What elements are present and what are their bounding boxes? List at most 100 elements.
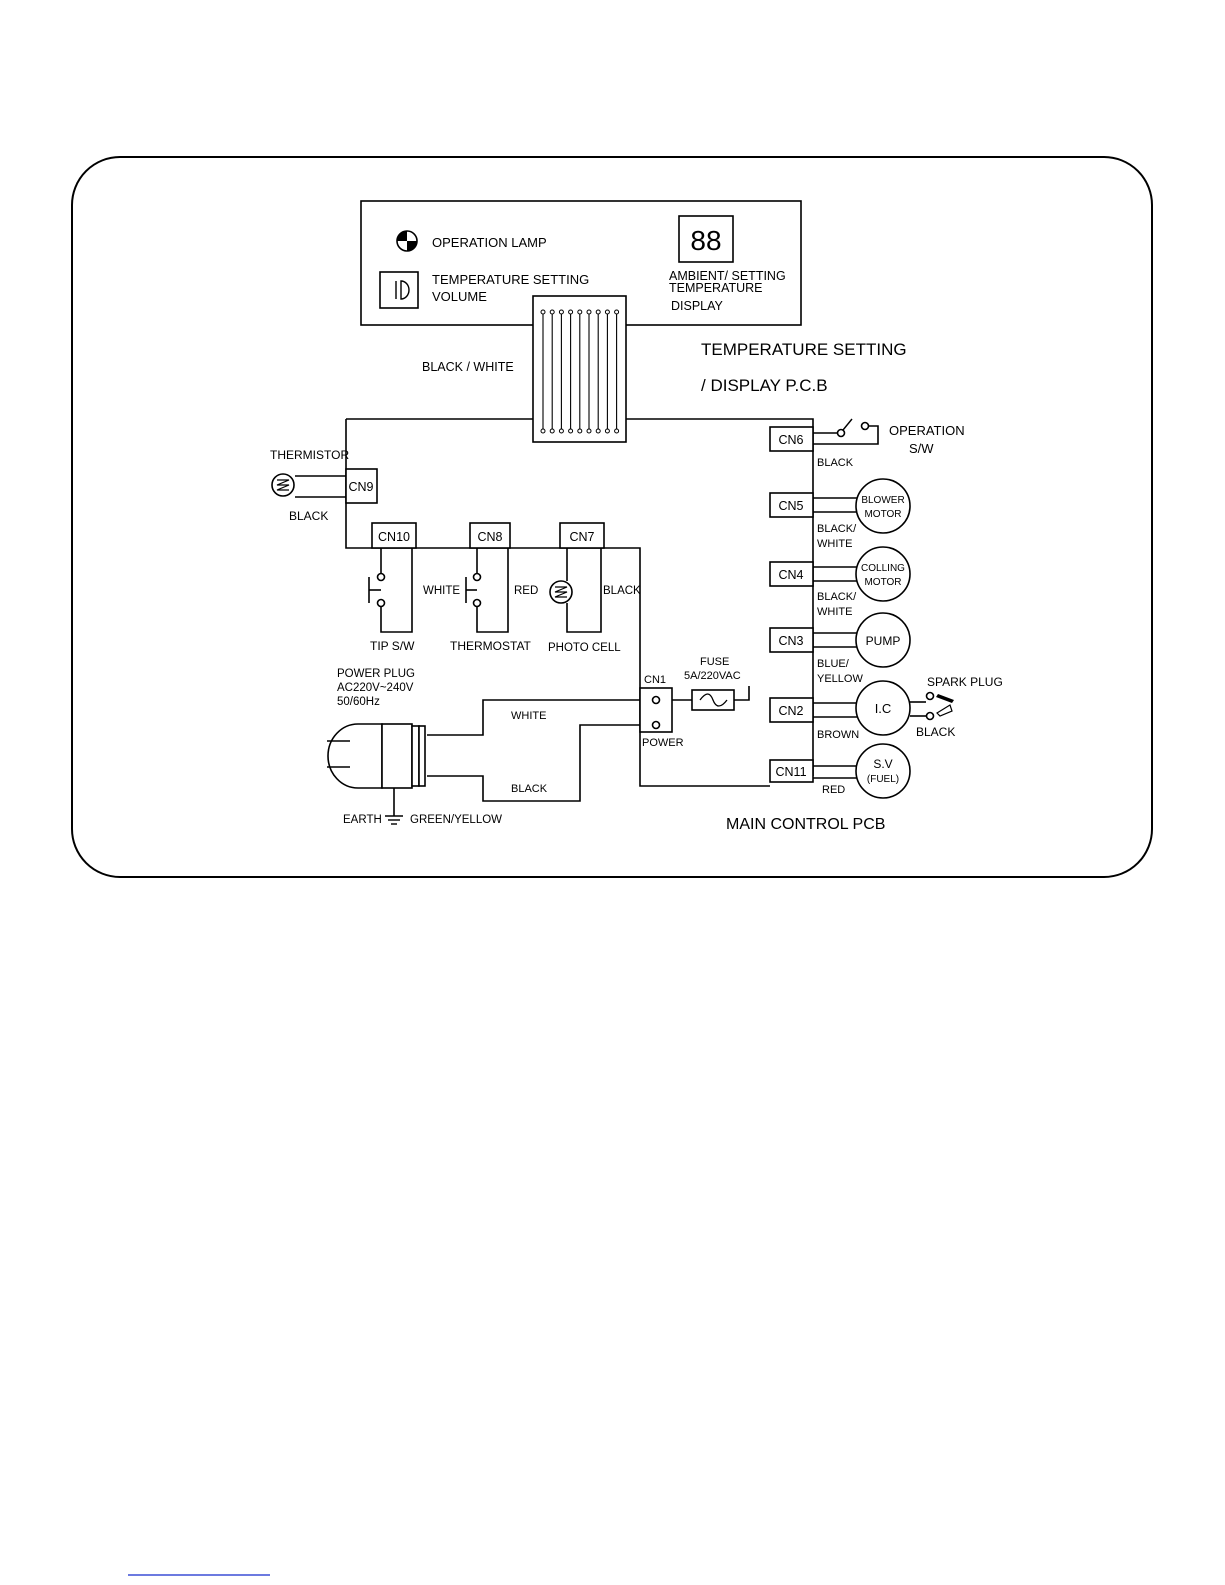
operation-sw-label-1: OPERATION (889, 423, 965, 438)
earth-label: EARTH (343, 814, 382, 826)
cn3-label: CN3 (778, 634, 803, 648)
cooling-motor (855, 546, 911, 602)
diagram-frame (71, 156, 1153, 878)
cn5-label: CN5 (778, 499, 803, 513)
cn9-label: CN9 (348, 480, 373, 494)
cn6-connector (769, 426, 814, 452)
operation-lamp-label: OPERATION LAMP (432, 235, 547, 250)
plug-white-wire (427, 699, 640, 736)
fuse-label-1: FUSE (700, 656, 729, 668)
thermistor-wire-label: BLACK (289, 509, 328, 523)
cn7-label: CN7 (569, 530, 594, 544)
power-plug-icon (327, 723, 426, 789)
blower-label-1: BLOWER (861, 495, 904, 506)
cn4-wire-label-1: BLACK/ (817, 591, 857, 603)
ribbon-pin (614, 309, 620, 315)
ribbon-pin (595, 309, 601, 315)
plug-white-label: WHITE (511, 710, 546, 722)
power-plug-label-1: POWER PLUG (337, 668, 415, 680)
ribbon-pin (604, 309, 610, 315)
spark-wire-label: BLACK (916, 725, 955, 739)
ribbon-pin (586, 309, 592, 315)
sv-label-1: S.V (873, 757, 892, 771)
ribbon-pin (558, 309, 564, 315)
solenoid-valve (855, 743, 911, 799)
thermistor-icon (271, 473, 295, 497)
cn3-wire-label-2: YELLOW (817, 673, 863, 685)
ribbon-pin (568, 309, 574, 315)
thermostat-wire-label: RED (514, 585, 538, 597)
ignition-controller (855, 680, 911, 736)
ribbon-pin (577, 309, 583, 315)
cooling-label-1: COLLING (861, 563, 905, 574)
cn6-wire-label: BLACK (817, 457, 854, 469)
cn7-connector (559, 522, 605, 549)
thermistor-label: THERMISTOR (270, 448, 349, 462)
ribbon-pin (604, 428, 610, 434)
cn4-label: CN4 (778, 568, 803, 582)
ribbon-pin (595, 428, 601, 434)
ic-label: I.C (875, 701, 892, 716)
photo-cell-icon (549, 580, 573, 604)
cn3-connector (769, 627, 814, 653)
cn1-label: CN1 (644, 674, 666, 686)
cn2-label: CN2 (778, 704, 803, 718)
cooling-label-2: MOTOR (864, 577, 901, 588)
cn5-wire-label-1: BLACK/ (817, 523, 857, 535)
blower-label-2: MOTOR (864, 509, 901, 520)
display-pcb-title-2: / DISPLAY P.C.B (701, 376, 828, 395)
ribbon-pin (540, 309, 546, 315)
fuse-label-2: 5A/220VAC (684, 670, 741, 682)
photo-cell-label: PHOTO CELL (548, 642, 621, 654)
ambient-label-3: DISPLAY (671, 299, 724, 313)
cn10-label: CN10 (378, 530, 410, 544)
cn2-connector (769, 697, 814, 723)
operation-lamp-icon (396, 230, 418, 252)
cn3-wire-label-1: BLUE/ (817, 658, 850, 670)
cn2-wire-label: BROWN (817, 729, 859, 741)
cn11-label: CN11 (775, 765, 806, 779)
cn9-connector (345, 468, 378, 504)
display-pcb-title-1: TEMPERATURE SETTING (701, 340, 907, 359)
cn8-connector (469, 522, 511, 549)
ribbon-pin (558, 428, 564, 434)
operation-sw-label-2: S/W (909, 441, 934, 456)
ribbon-pin (614, 428, 620, 434)
thermostat-label: THERMOSTAT (450, 639, 532, 653)
cn4-wire-label-2: WHITE (817, 606, 852, 618)
main-right-bus (626, 418, 814, 776)
harness-label: BLACK / WHITE (422, 360, 514, 374)
spark-plug-label: SPARK PLUG (927, 675, 1003, 689)
digit-display: 88 (690, 225, 721, 256)
ambient-label-1: AMBIENT/ SETTING (669, 269, 786, 283)
cn11-connector (769, 759, 814, 783)
cn11-wire-label: RED (822, 784, 845, 796)
pump-label: PUMP (866, 634, 901, 648)
ribbon-pin (586, 428, 592, 434)
tip-switch-label: TIP S/W (370, 639, 415, 653)
pump (855, 612, 911, 668)
ribbon-pin (540, 428, 546, 434)
cn4-connector (769, 561, 814, 587)
cn10-connector (371, 522, 417, 549)
earth-wire-label: GREEN/YELLOW (410, 814, 502, 826)
tip-wire-label: WHITE (423, 585, 460, 597)
power-label: POWER (642, 737, 684, 749)
cn5-wire-label-2: WHITE (817, 538, 852, 550)
cn5-connector (769, 492, 814, 518)
main-pcb-title: MAIN CONTROL PCB (726, 816, 885, 833)
cn6-label: CN6 (778, 433, 803, 447)
photo-wire-label: BLACK (603, 585, 641, 597)
plug-black-label: BLACK (511, 783, 548, 795)
ribbon-pin (577, 428, 583, 434)
power-plug-label-2: AC220V~240V (337, 682, 414, 694)
ribbon-pin (549, 309, 555, 315)
sv-label-2: (FUEL) (867, 774, 899, 785)
temp-setting-label-2: VOLUME (432, 289, 487, 304)
plug-black-wire (427, 724, 640, 802)
spark-plug-icon (936, 694, 954, 717)
volume-knob-icon (379, 271, 419, 309)
operation-switch-icon (842, 418, 853, 431)
power-plug-label-3: 50/60Hz (337, 696, 380, 708)
